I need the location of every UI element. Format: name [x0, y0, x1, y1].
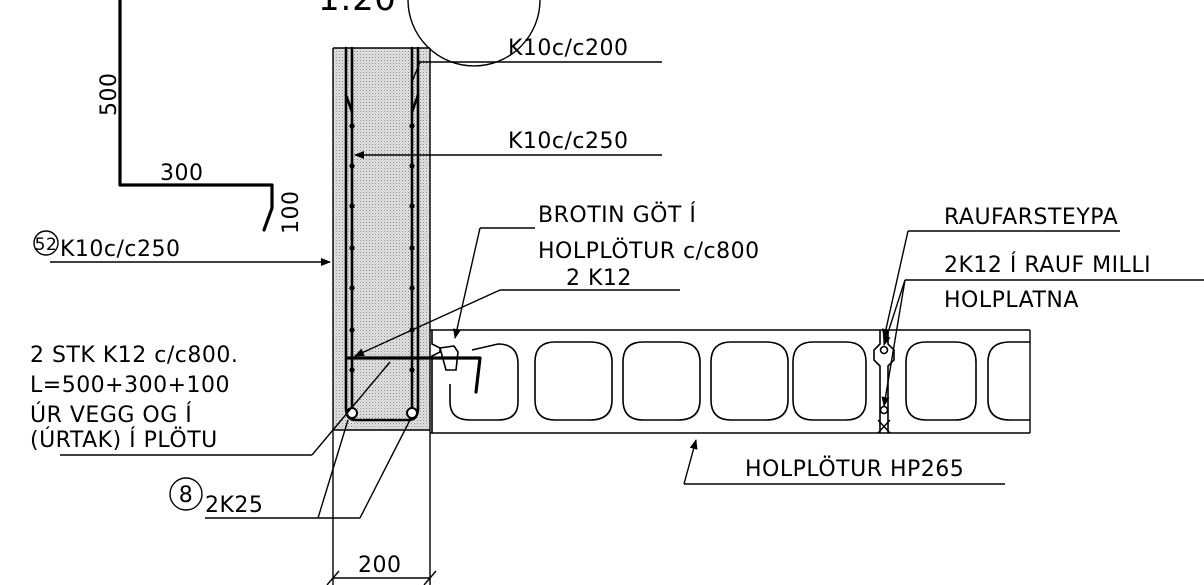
slab-joint: [873, 330, 895, 434]
corner-bar-left: [346, 407, 358, 419]
void-1: [534, 341, 613, 421]
note-line2: L=500+300+100: [30, 373, 230, 398]
hollowcore-voids: [449, 341, 1030, 421]
detail-number-circle: [407, 0, 541, 67]
label-broken-holes-line1: BROTIN GÖT Í: [538, 202, 696, 228]
bend-dim-300: 300: [160, 161, 204, 186]
label-two-k12: 2 K12: [566, 266, 632, 291]
void-2: [622, 341, 701, 421]
item-52-circle: [33, 230, 59, 256]
bend-dim-100: 100: [279, 191, 304, 235]
void-4: [792, 341, 867, 421]
wall-reinforcement: [344, 46, 482, 422]
note-line3: ÚR VEGG OG Í: [30, 402, 192, 428]
leader-lines: [50, 61, 1204, 585]
joint-bar-bottom: [879, 405, 889, 415]
label-grout: RAUFARSTEYPA: [944, 205, 1118, 230]
scale-text: 1:20: [318, 0, 396, 19]
void-3: [710, 341, 789, 421]
item-52-number: 52: [35, 235, 58, 255]
label-horizontal-bars: K10c/c250: [508, 129, 629, 154]
label-item-52: K10c/c250: [60, 237, 181, 262]
dim-wall-width: 200: [358, 553, 402, 578]
bend-dim-500: 500: [97, 73, 122, 117]
label-stirrups-top: K10c/c200: [508, 36, 629, 61]
note-line1: 2 STK K12 c/c800.: [30, 343, 238, 368]
joint-bar-top: [879, 345, 889, 355]
label-broken-holes-line2: HOLPLÖTUR c/c800: [538, 238, 760, 264]
label-item-8: 2K25: [205, 493, 263, 518]
void-5: [905, 341, 977, 421]
label-hollowcore: HOLPLÖTUR HP265: [745, 456, 964, 482]
item-8-circle: [169, 477, 203, 511]
void-partial: [449, 343, 519, 421]
label-joint-bars-line2: HOLPLATNA: [944, 288, 1079, 313]
bend-bar-sketch: 500 300 100: [97, 0, 304, 234]
note-line4: (ÚRTAK) Í PLÖTU: [30, 427, 218, 453]
concrete-wall: [332, 47, 431, 585]
corner-bar-right: [406, 407, 418, 419]
item-8-number: 8: [179, 483, 194, 508]
hollowcore-slab: [430, 329, 1031, 434]
void-6: [987, 341, 1030, 421]
label-joint-bars-line1: 2K12 Í RAUF MILLI: [944, 252, 1151, 278]
